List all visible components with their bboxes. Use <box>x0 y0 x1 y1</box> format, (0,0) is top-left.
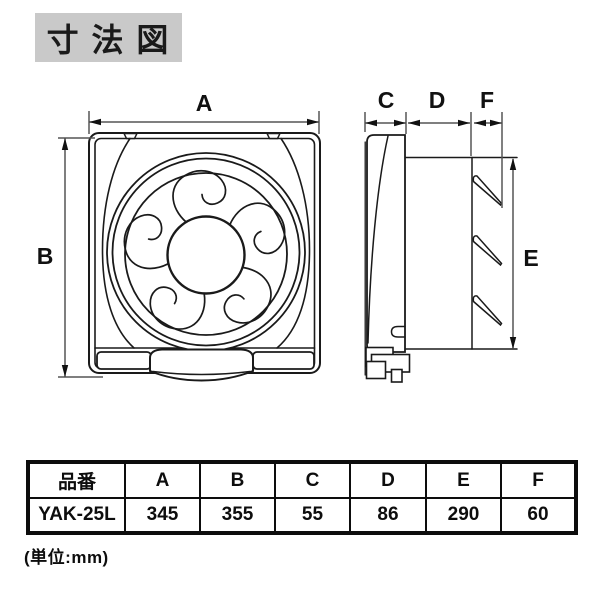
unit-note: (単位:mm) <box>24 548 109 567</box>
pull-handle-inner-line <box>152 370 251 376</box>
cell-b: 355 <box>199 497 276 534</box>
arrow-d-right <box>458 119 470 127</box>
label-A: A <box>196 90 213 116</box>
label-F: F <box>480 87 494 113</box>
arrow-f-left <box>474 119 486 127</box>
header-a: A <box>124 461 201 499</box>
page-title: 寸 法 図 <box>35 13 182 62</box>
bottom-bar-right <box>252 351 315 370</box>
header-d: D <box>349 461 427 499</box>
arrow-c-left <box>365 119 377 127</box>
panel-contour-left <box>101 137 135 349</box>
side-panel-face-curve <box>367 135 389 344</box>
bottom-bar-left <box>96 351 152 370</box>
cell-a: 345 <box>124 497 201 534</box>
cell-d: 86 <box>349 497 427 534</box>
panel-notch <box>390 325 406 338</box>
label-B: B <box>37 243 54 269</box>
fan-blades <box>123 169 286 330</box>
label-C: C <box>378 87 395 113</box>
panel-contour-right <box>276 137 311 349</box>
header-f: F <box>500 461 577 499</box>
arrow-c-right <box>394 119 406 127</box>
arrow-d-left <box>408 119 420 127</box>
arrow-b-bottom <box>61 365 69 377</box>
cell-f: 60 <box>500 497 577 534</box>
spec-table: 品番 A B C D E F YAK-25L 345 355 55 86 290… <box>26 460 578 535</box>
arrow-e-top <box>509 158 517 170</box>
header-part-number: 品番 <box>27 461 126 499</box>
arrow-a-right <box>307 118 319 126</box>
spec-table-header-row: 品番 A B C D E F <box>27 461 577 499</box>
shutter-louvers <box>472 175 503 327</box>
spec-table-data-row: YAK-25L 345 355 55 86 290 60 <box>27 497 577 534</box>
dimension-arrows <box>61 118 517 377</box>
top-tab-left <box>122 132 139 140</box>
label-D: D <box>429 87 446 113</box>
arrow-a-left <box>89 118 101 126</box>
side-view <box>364 134 518 383</box>
arrow-e-bottom <box>509 337 517 349</box>
cell-e: 290 <box>425 497 502 534</box>
dimension-labels: A B C D F E <box>37 87 539 271</box>
label-E: E <box>523 245 538 271</box>
front-view <box>88 132 321 382</box>
arrow-b-top <box>61 138 69 150</box>
fan-hub <box>166 215 246 295</box>
arrow-f-right <box>490 119 502 127</box>
header-e: E <box>425 461 502 499</box>
header-c: C <box>274 461 351 499</box>
header-b: B <box>199 461 276 499</box>
top-tab-right <box>265 132 282 140</box>
pull-handle <box>149 348 254 382</box>
mounting-bracket <box>365 346 411 383</box>
cell-part-number: YAK-25L <box>27 497 126 534</box>
cell-c: 55 <box>274 497 351 534</box>
